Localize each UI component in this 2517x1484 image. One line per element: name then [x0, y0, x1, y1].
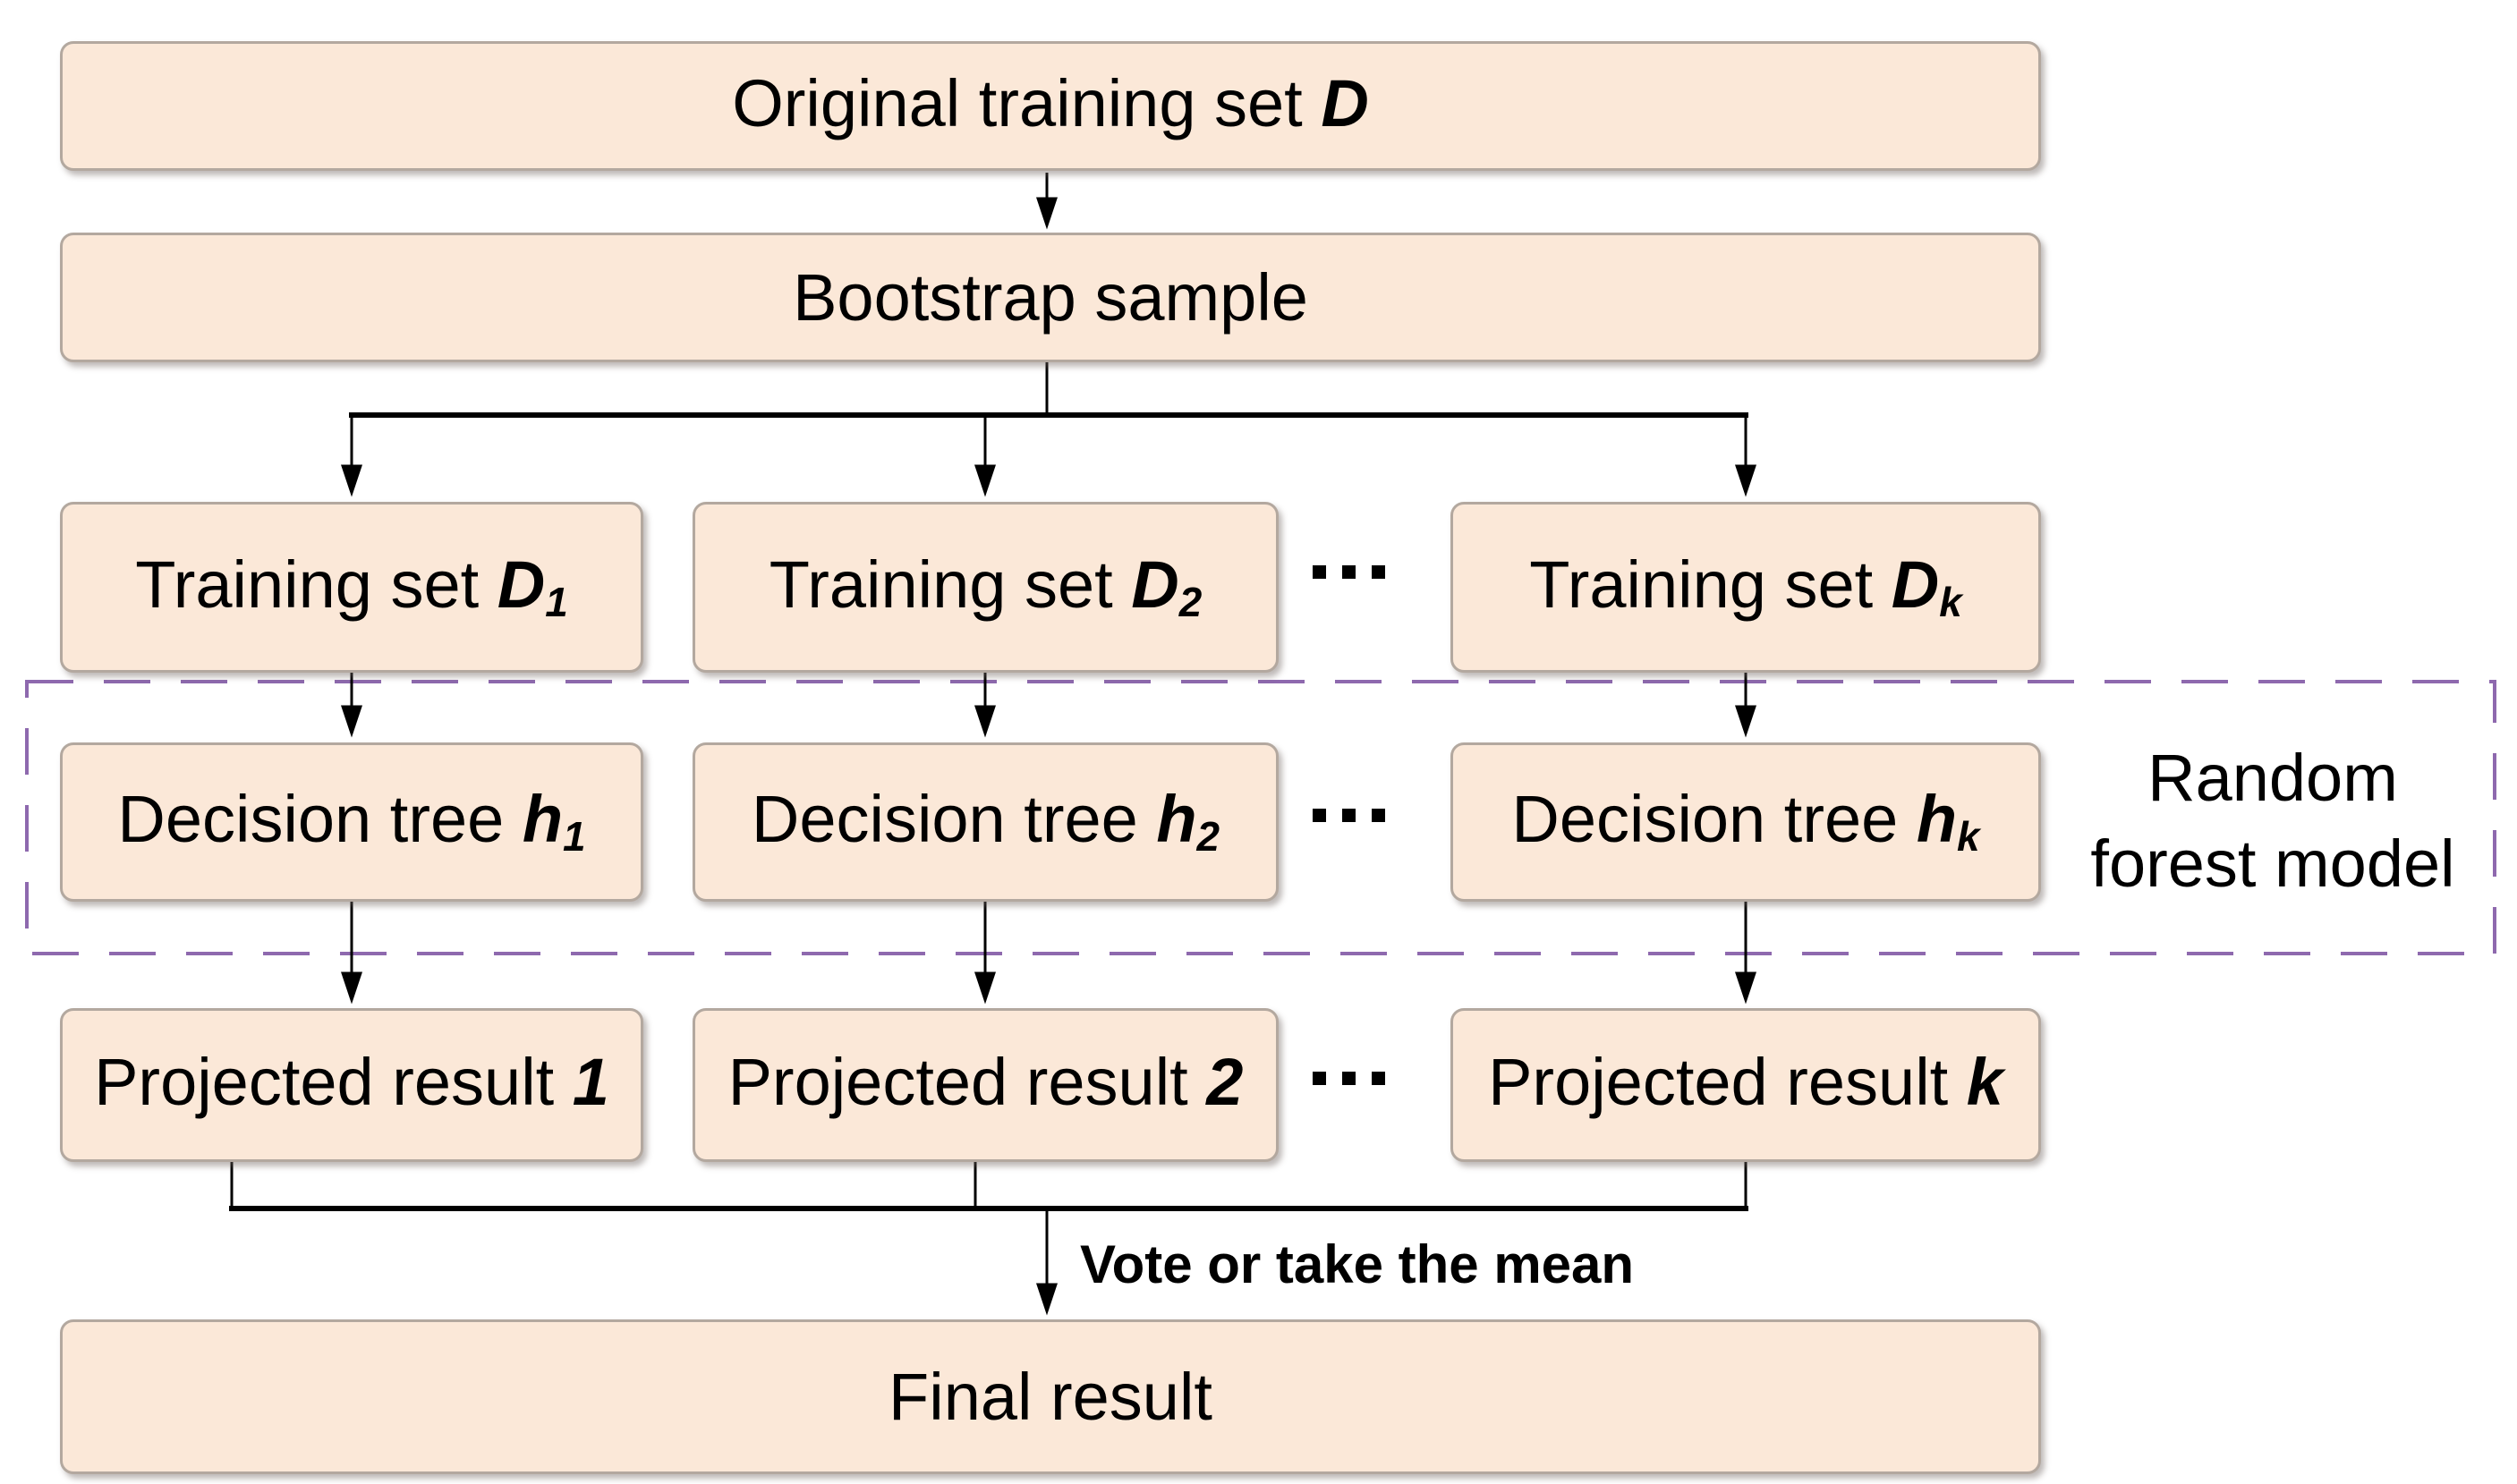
dot [1371, 564, 1385, 579]
node-final-result: Final result [60, 1319, 2041, 1474]
node-bootstrap-sample: Bootstrap sample [60, 233, 2041, 362]
dot [1371, 808, 1385, 822]
ellipsis-dots-decision [1281, 808, 1416, 822]
dot [1341, 808, 1356, 822]
node-label: Training set D2 [769, 547, 1203, 625]
node-label: Training set D1 [135, 547, 568, 625]
node-original-training-set: Original training set D [60, 41, 2041, 171]
node-decision-tree-1: Decision tree h1 [60, 742, 643, 902]
random-forest-dashed-boundary [25, 680, 2496, 955]
node-label: Decision tree h1 [117, 782, 586, 861]
dot [1341, 564, 1356, 579]
node-label: Training set Dk [1529, 547, 1962, 625]
node-training-set-k: Training set Dk [1450, 502, 2041, 673]
node-label: Projected result k [1488, 1045, 2003, 1120]
node-label: Decision tree hk [1511, 782, 1980, 861]
dot [1312, 564, 1326, 579]
random-forest-model-line1: Random [2147, 741, 2398, 815]
node-training-set-1: Training set D1 [60, 502, 643, 673]
ellipsis-dots-projected [1281, 1071, 1416, 1085]
node-label: Final result [889, 1359, 1212, 1434]
node-label: Original training set D [732, 65, 1369, 140]
node-decision-tree-k: Decision tree hk [1450, 742, 2041, 902]
dot [1312, 1071, 1326, 1085]
node-training-set-2: Training set D2 [693, 502, 1279, 673]
node-projected-result-k: Projected result k [1450, 1008, 2041, 1162]
node-decision-tree-2: Decision tree h2 [693, 742, 1279, 902]
node-label: Bootstrap sample [793, 259, 1308, 335]
dot [1312, 808, 1326, 822]
node-label: Projected result 2 [727, 1045, 1244, 1120]
random-forest-model-label: Random forest model [2049, 735, 2496, 907]
ellipsis-dots-training [1281, 564, 1416, 579]
dot [1371, 1071, 1385, 1085]
vote-or-mean-label: Vote or take the mean [1080, 1234, 1635, 1294]
node-label: Projected result 1 [94, 1045, 609, 1120]
node-projected-result-2: Projected result 2 [693, 1008, 1279, 1162]
random-forest-model-line2: forest model [2090, 827, 2455, 902]
node-label: Decision tree h2 [751, 782, 1220, 861]
node-projected-result-1: Projected result 1 [60, 1008, 643, 1162]
dot [1341, 1071, 1356, 1085]
